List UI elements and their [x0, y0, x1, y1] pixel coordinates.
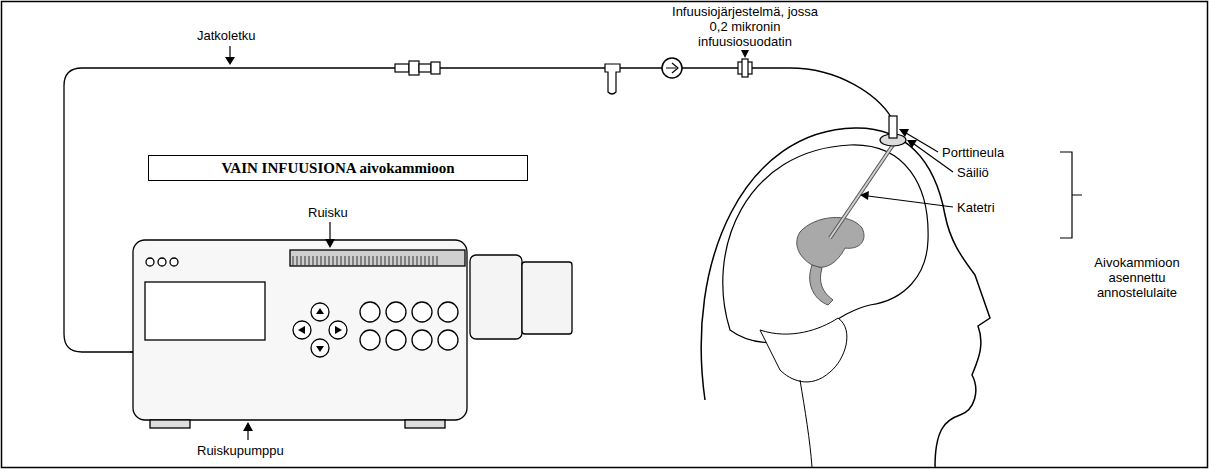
warning-text: VAIN INFUUSIONA aivokammioon [149, 156, 527, 180]
warning-box: VAIN INFUUSIONA aivokammioon [148, 155, 528, 181]
head [701, 116, 990, 467]
infusion-filter [662, 58, 682, 78]
luer-connectors [395, 59, 752, 77]
tube-clamp [605, 64, 620, 94]
reservoir-label: Säiliö [957, 165, 989, 180]
filter-label: Infuusiojärjestelmä, jossa 0,2 mikronin … [665, 4, 825, 49]
catheter-label: Katetri [957, 200, 995, 215]
syringe-pump [133, 240, 572, 428]
port-needle-label: Porttineula [942, 145, 1004, 160]
device-label: Aivokammioon asennettu annostelulaite [1078, 255, 1196, 300]
pump-label: Ruiskupumppu [197, 443, 284, 458]
tube-label: Jatkoletku [197, 28, 256, 43]
leader-lines [225, 46, 1082, 440]
syringe-label: Ruisku [308, 205, 348, 220]
